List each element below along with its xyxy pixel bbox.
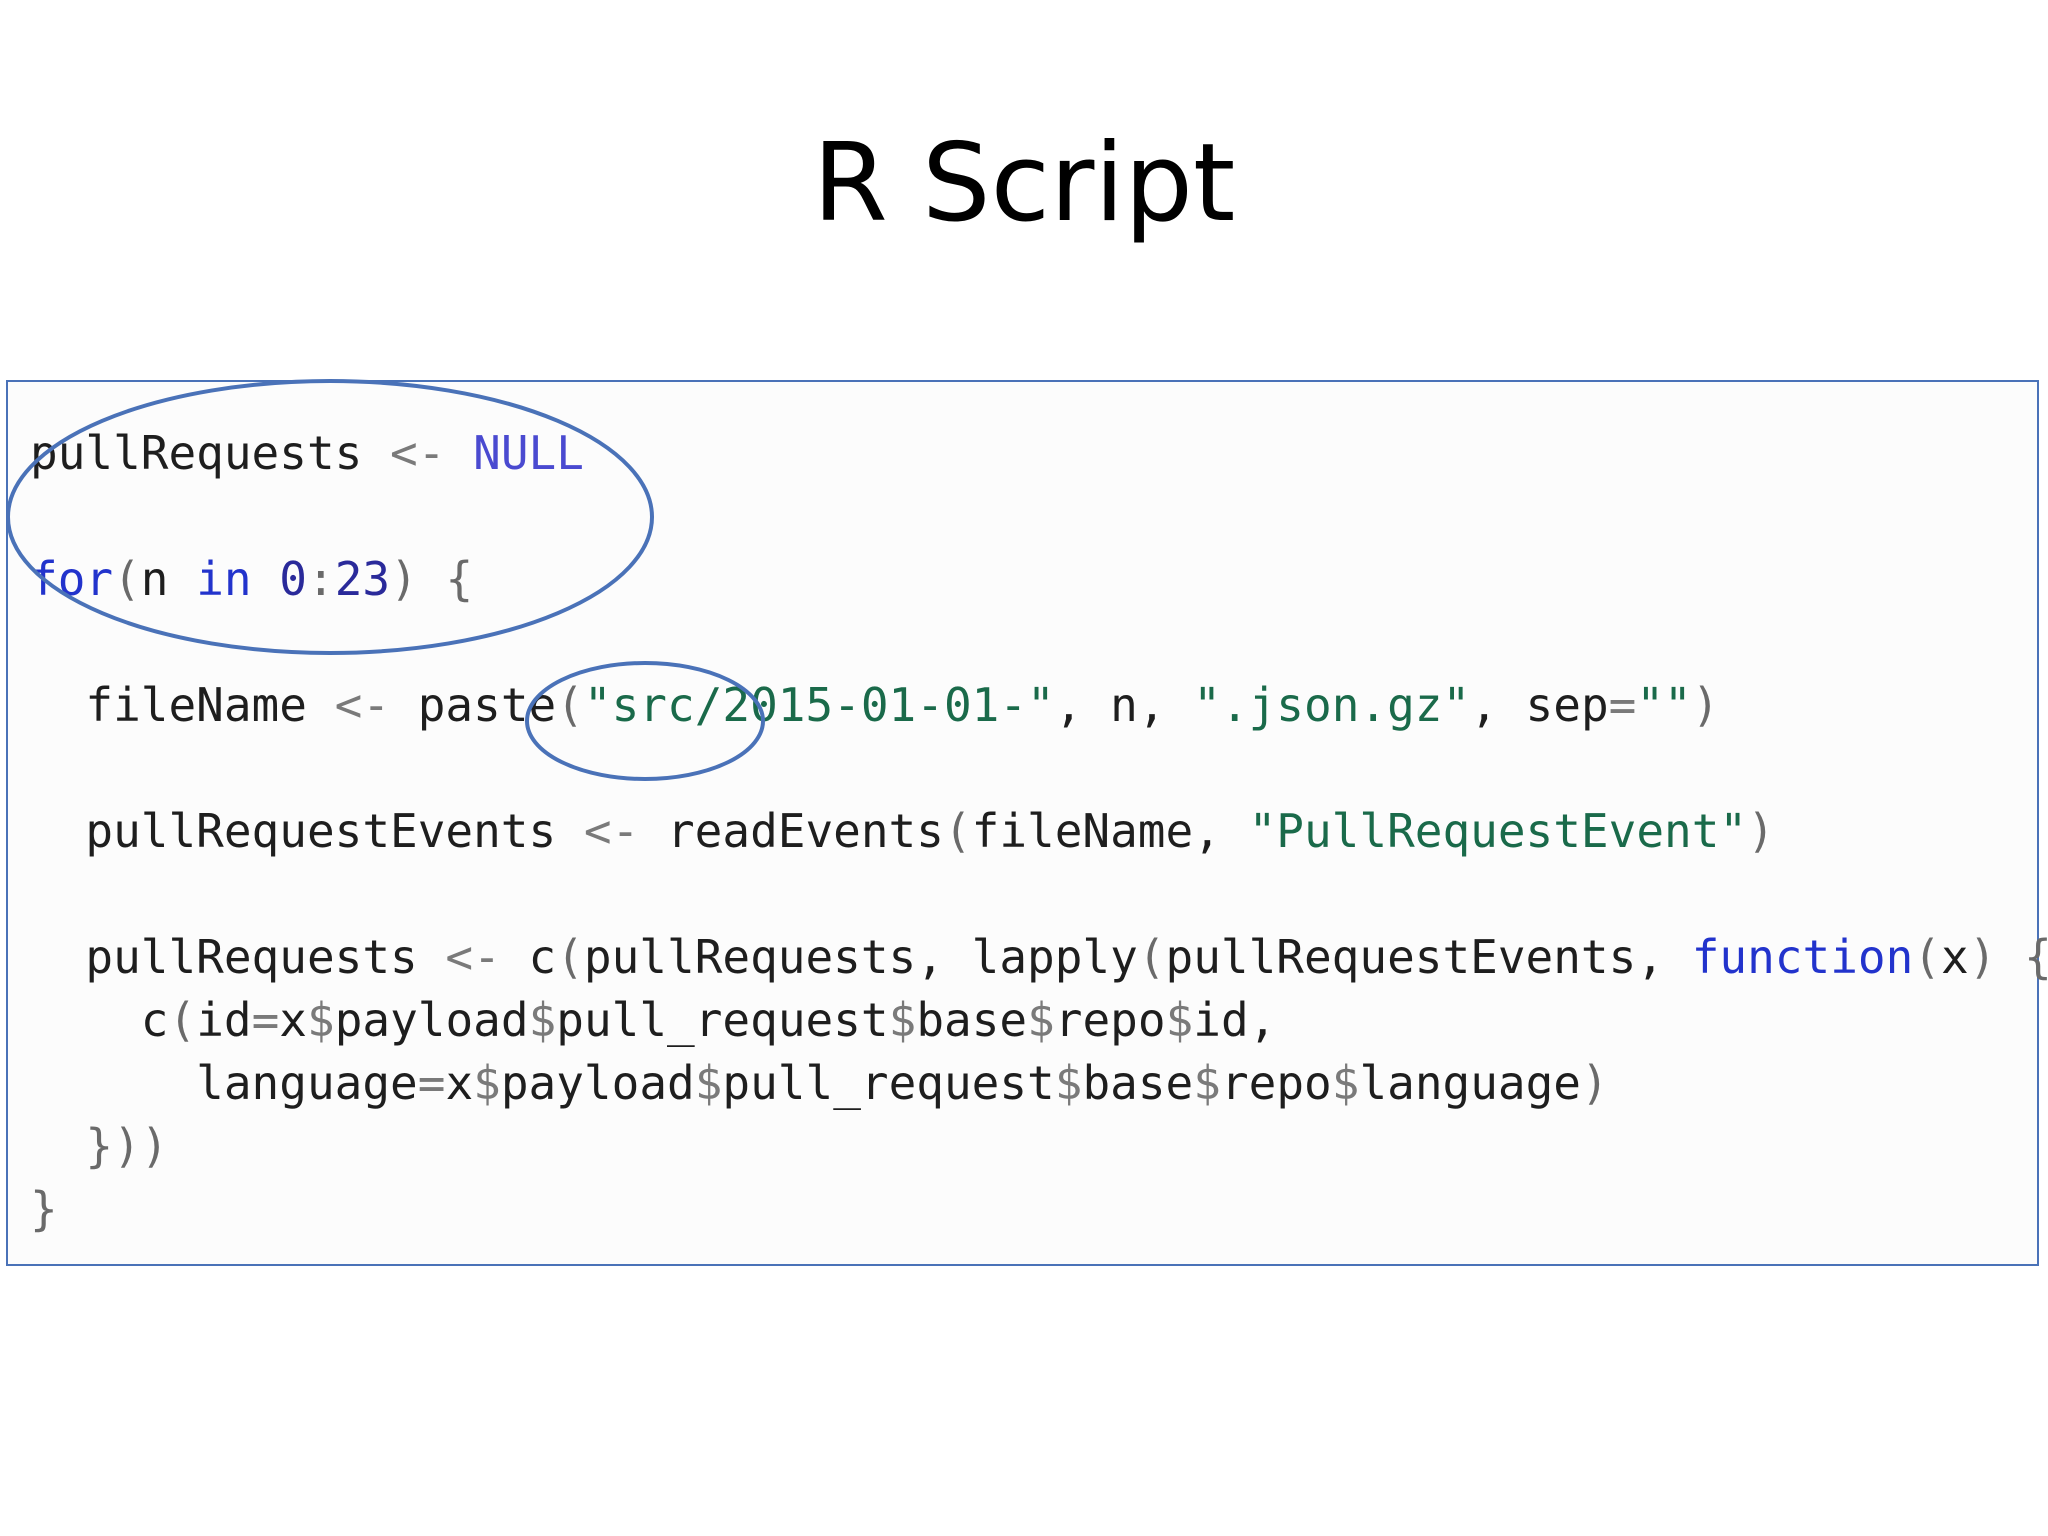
code-token: pullRequests, lapply: [583, 930, 1138, 984]
code-token: ) {: [1968, 930, 2048, 984]
code-token: id,: [1193, 993, 1277, 1047]
code-token: ): [1581, 1056, 1609, 1110]
code-token: <-: [334, 678, 418, 732]
code-token: 23: [334, 552, 391, 606]
code-token: $: [694, 1056, 723, 1110]
code-line-4: pullRequestEvents <- readEvents(fileName…: [30, 808, 1774, 854]
code-token: repo: [1220, 1056, 1332, 1110]
code-token: =: [1608, 678, 1637, 732]
code-token: $: [1054, 1056, 1083, 1110]
code-token: $: [528, 993, 557, 1047]
code-token: ): [1691, 678, 1720, 732]
code-token: $: [306, 993, 335, 1047]
code-token: repo: [1054, 993, 1166, 1047]
code-token: for: [30, 552, 114, 606]
code-line-8: })): [30, 1123, 168, 1169]
code-token: readEvents: [666, 804, 944, 858]
code-token: in: [196, 552, 280, 606]
code-token: , n,: [1054, 678, 1194, 732]
code-token: paste: [417, 678, 557, 732]
code-token: n: [140, 552, 197, 606]
code-token: pull_request: [722, 1056, 1055, 1110]
code-block: pullRequests <- NULL for(n in 0:23) { fi…: [6, 380, 2048, 1266]
code-token: c: [30, 993, 169, 1047]
code-token: fileName,: [971, 804, 1249, 858]
code-token: "PullRequestEvent": [1248, 804, 1748, 858]
code-token: (: [1137, 930, 1166, 984]
code-token: payload: [334, 993, 529, 1047]
code-token: =: [251, 993, 280, 1047]
code-token: (: [556, 930, 584, 984]
code-line-7: language=x$payload$pull_request$base$rep…: [30, 1060, 1609, 1106]
code-token: pullRequests: [30, 426, 391, 480]
code-token: pull_request: [556, 993, 889, 1047]
code-token: =: [417, 1056, 446, 1110]
code-token: $: [1193, 1056, 1221, 1110]
code-token: (: [1913, 930, 1941, 984]
code-token: (: [556, 678, 584, 732]
code-token: base: [1082, 1056, 1194, 1110]
code-token: function: [1691, 930, 1914, 984]
code-line-5: pullRequests <- c(pullRequests, lapply(p…: [30, 934, 2048, 980]
code-token: 0: [279, 552, 307, 606]
code-token: (: [113, 552, 141, 606]
code-token: c: [528, 930, 557, 984]
code-token: })): [30, 1119, 169, 1173]
code-token: pullRequests: [30, 930, 446, 984]
code-token: $: [473, 1056, 501, 1110]
code-token: pullRequestEvents: [30, 804, 584, 858]
code-token: fileName: [30, 678, 335, 732]
code-token: x: [445, 1056, 474, 1110]
code-line-6: c(id=x$payload$pull_request$base$repo$id…: [30, 997, 1277, 1043]
code-token: :: [306, 552, 335, 606]
slide-title: R Script: [812, 121, 1236, 246]
code-token: <-: [445, 930, 529, 984]
code-line-9: }: [30, 1186, 58, 1232]
code-token: }: [30, 1182, 58, 1236]
code-token: NULL: [473, 426, 584, 480]
code-token: , sep: [1470, 678, 1609, 732]
code-token: ".json.gz": [1193, 678, 1471, 732]
code-token: "src/2015-01-01-": [583, 678, 1055, 732]
code-token: base: [916, 993, 1028, 1047]
code-token: pullRequestEvents,: [1165, 930, 1692, 984]
code-token: $: [1165, 993, 1194, 1047]
code-line-2: for(n in 0:23) {: [30, 556, 473, 602]
code-token: ) {: [390, 552, 474, 606]
code-token: $: [888, 993, 917, 1047]
code-token: (: [943, 804, 972, 858]
code-token: language: [30, 1056, 418, 1110]
code-token: "": [1636, 678, 1692, 732]
code-token: x: [279, 993, 307, 1047]
code-token: x: [1940, 930, 1969, 984]
code-token: ): [1747, 804, 1775, 858]
code-line-3: fileName <- paste("src/2015-01-01-", n, …: [30, 682, 1719, 728]
code-token: (: [168, 993, 197, 1047]
code-token: <-: [583, 804, 667, 858]
code-token: <-: [390, 426, 474, 480]
code-line-1: pullRequests <- NULL: [30, 430, 584, 476]
code-token: $: [1027, 993, 1055, 1047]
code-token: payload: [500, 1056, 695, 1110]
code-token: language: [1359, 1056, 1581, 1110]
code-token: id: [196, 993, 252, 1047]
code-token: $: [1331, 1056, 1360, 1110]
